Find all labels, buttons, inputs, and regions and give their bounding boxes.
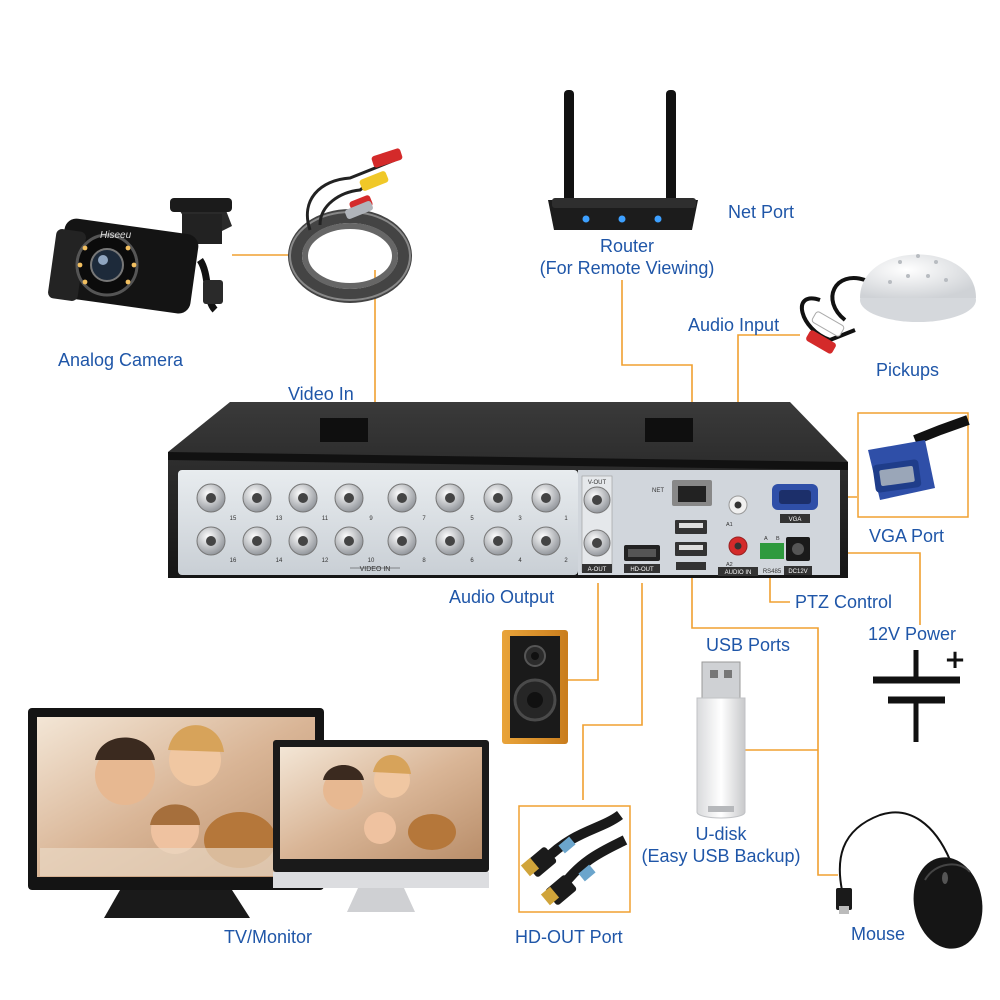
label-udisk: U-disk: [695, 824, 747, 844]
bnc-num: 12: [322, 558, 329, 564]
bnc-port[interactable]: [196, 483, 226, 513]
bnc-port[interactable]: [334, 483, 364, 513]
bnc-num: 16: [230, 558, 237, 564]
label-audio-input: Audio Input: [688, 315, 780, 335]
bnc-num: 14: [276, 558, 283, 564]
panel-rs485-b: B: [776, 536, 780, 542]
a-out-port[interactable]: [583, 529, 611, 557]
line-hd-out: [582, 583, 643, 800]
bnc-num: 15: [230, 516, 237, 522]
panel-rs485-a: A: [764, 536, 768, 542]
bnc-port[interactable]: [242, 483, 272, 513]
label-hd-out-port: HD-OUT Port: [515, 927, 623, 947]
panel-net: NET: [652, 488, 664, 494]
power-symbol-icon: +: [873, 645, 966, 742]
panel-a-out: A-OUT: [588, 567, 607, 573]
speaker-icon: [502, 630, 568, 744]
bnc-port[interactable]: [387, 526, 417, 556]
label-router-sub: (For Remote Viewing): [539, 258, 715, 278]
bnc-num: 11: [322, 516, 329, 522]
bnc-num: 2: [564, 558, 568, 564]
bnc-port[interactable]: [531, 483, 561, 513]
bnc-port[interactable]: [435, 483, 465, 513]
label-analog-camera: Analog Camera: [58, 350, 184, 370]
panel-dc12v: DC12V: [788, 569, 807, 575]
video-in-panel: [178, 470, 578, 575]
bnc-num: 13: [276, 516, 283, 522]
bnc-port[interactable]: [288, 526, 318, 556]
label-net-port: Net Port: [728, 202, 795, 222]
bnc-port[interactable]: [483, 483, 513, 513]
dvr-recorder: VIDEO IN 15 13 11 9 7 5 3 1: [168, 402, 848, 578]
line-audio-output: [568, 583, 599, 681]
bnc-num: 7: [422, 516, 426, 522]
camera-brand: Hiseeu: [100, 230, 132, 241]
label-audio-output: Audio Output: [449, 587, 555, 607]
audio-in-port-a1[interactable]: [728, 495, 748, 515]
usb-drive-icon: [696, 661, 746, 819]
panel-a2: A2: [726, 562, 733, 568]
mouse-icon: [836, 811, 983, 949]
bnc-port[interactable]: [483, 526, 513, 556]
bnc-port[interactable]: [334, 526, 364, 556]
rs485-terminal[interactable]: [760, 543, 784, 559]
bnc-num: 9: [369, 516, 373, 522]
label-12v-power: 12V Power: [868, 624, 957, 644]
label-mouse: Mouse: [851, 924, 906, 944]
vga-cable-icon: [857, 412, 970, 518]
bnc-num: 8: [422, 558, 426, 564]
bnc-num: 3: [518, 516, 522, 522]
label-tv-monitor: TV/Monitor: [224, 927, 313, 947]
v-out-port[interactable]: [583, 486, 611, 514]
analog-camera-icon: Hiseeu: [48, 198, 232, 314]
bnc-num: 6: [470, 558, 474, 564]
bnc-row-top: 15 13 11 9 7 5 3 1: [196, 483, 568, 522]
bnc-row-bottom: 16 14 12 10 8 6 4 2: [196, 526, 568, 564]
bnc-num: 1: [564, 516, 568, 522]
panel-v-out: V-OUT: [588, 480, 607, 486]
label-ptz-control: PTZ Control: [795, 592, 893, 612]
label-vga-port: VGA Port: [869, 526, 945, 546]
bnc-port[interactable]: [288, 483, 318, 513]
panel-a1: A1: [726, 522, 733, 528]
bnc-port[interactable]: [435, 526, 465, 556]
label-usb-ports: USB Ports: [706, 635, 791, 655]
hdmi-cable-icon: [518, 805, 631, 913]
label-router: Router: [599, 236, 655, 256]
power-plus: +: [944, 645, 966, 675]
label-video-in: Video In: [288, 384, 354, 404]
cable-icon: [288, 148, 412, 303]
bnc-port[interactable]: [531, 526, 561, 556]
bnc-num: 4: [518, 558, 522, 564]
label-udisk-sub: (Easy USB Backup): [641, 846, 801, 866]
audio-in-port-a2[interactable]: [728, 536, 748, 556]
panel-hd-out: HD-OUT: [630, 567, 654, 573]
label-pickups: Pickups: [876, 360, 940, 380]
monitor-icon: [273, 740, 489, 912]
router-icon: [548, 90, 698, 230]
panel-vga: VGA: [789, 517, 802, 523]
bnc-port[interactable]: [196, 526, 226, 556]
bnc-port[interactable]: [387, 483, 417, 513]
bnc-port[interactable]: [242, 526, 272, 556]
pickup-microphone-icon: [800, 254, 976, 354]
panel-rs485: RS485: [763, 569, 782, 575]
line-usb-main: [691, 570, 838, 876]
panel-video-in-text: VIDEO IN: [360, 566, 391, 573]
monitor-icon: [28, 708, 324, 918]
bnc-num: 5: [470, 516, 474, 522]
panel-audio-in: AUDIO IN: [725, 570, 752, 576]
line-ptz: [769, 570, 790, 603]
bnc-num: 10: [368, 558, 375, 564]
